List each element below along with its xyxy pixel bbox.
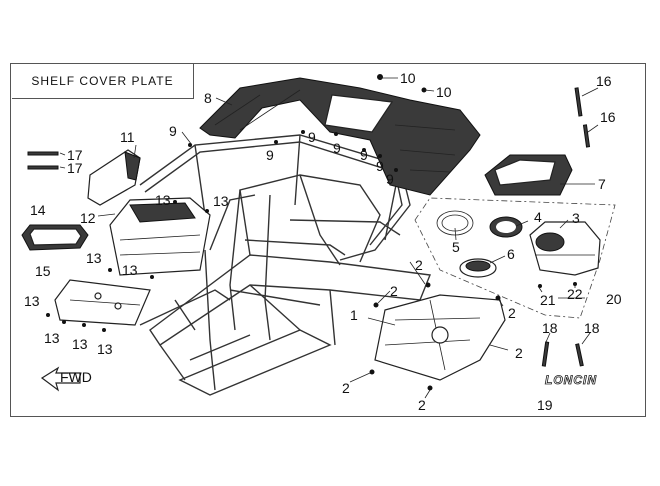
side-cover bbox=[484, 154, 573, 196]
roof-panel bbox=[199, 77, 481, 196]
callout-20: 20 bbox=[606, 291, 622, 307]
callout-2: 2 bbox=[390, 283, 398, 299]
callout-9: 9 bbox=[360, 147, 368, 163]
fasteners bbox=[27, 74, 591, 391]
callout-14: 14 bbox=[30, 202, 46, 218]
callout-13: 13 bbox=[24, 293, 40, 309]
callout-5: 5 bbox=[452, 239, 460, 255]
callout-13: 13 bbox=[44, 330, 60, 346]
leader-lines bbox=[59, 77, 599, 399]
callout-9: 9 bbox=[169, 123, 177, 139]
callout-12: 12 bbox=[80, 210, 96, 226]
callout-17: 17 bbox=[67, 147, 83, 163]
callout-10: 10 bbox=[400, 70, 416, 86]
callout-7: 7 bbox=[598, 176, 606, 192]
forward-arrow-icon: FWD bbox=[40, 366, 92, 392]
diagram-frame bbox=[10, 63, 646, 417]
callout-2: 2 bbox=[515, 345, 523, 361]
callout-8: 8 bbox=[204, 90, 212, 106]
cover-plate bbox=[54, 279, 151, 326]
callout-16: 16 bbox=[596, 73, 612, 89]
callout-labels: 1 2 2 2 2 2 2 3 4 5 6 7 8 9 9 9 9 9 9 9 … bbox=[24, 70, 622, 413]
callout-18: 18 bbox=[584, 320, 600, 336]
bracket-11 bbox=[87, 149, 141, 206]
callout-17: 17 bbox=[67, 160, 83, 176]
fuel-cap bbox=[459, 258, 497, 278]
callout-13: 13 bbox=[122, 262, 138, 278]
callout-16: 16 bbox=[600, 109, 616, 125]
callout-10: 10 bbox=[436, 84, 452, 100]
callout-13: 13 bbox=[213, 193, 229, 209]
callout-11: 11 bbox=[120, 129, 135, 145]
callout-2: 2 bbox=[508, 305, 516, 321]
callout-2: 2 bbox=[415, 257, 423, 273]
callout-18: 18 bbox=[542, 320, 558, 336]
callout-9: 9 bbox=[386, 171, 394, 187]
callout-19: 19 bbox=[537, 397, 553, 413]
callout-9: 9 bbox=[376, 158, 384, 174]
callout-3: 3 bbox=[572, 210, 580, 226]
brand-logo: LONCIN bbox=[545, 373, 597, 387]
callout-13: 13 bbox=[155, 192, 171, 208]
callout-9: 9 bbox=[266, 147, 274, 163]
storage-box bbox=[109, 197, 211, 276]
floor-tray bbox=[374, 294, 506, 381]
diagram-title: SHELF COVER PLATE bbox=[12, 64, 194, 99]
fuel-tank bbox=[529, 221, 601, 276]
forward-arrow-text: FWD bbox=[60, 369, 92, 385]
fuel-tank-group-boundary bbox=[414, 197, 616, 319]
callout-6: 6 bbox=[507, 246, 515, 262]
callout-15: 15 bbox=[35, 263, 51, 279]
callout-13: 13 bbox=[86, 250, 102, 266]
filler-ring bbox=[489, 216, 523, 238]
callout-9: 9 bbox=[333, 140, 341, 156]
callout-2: 2 bbox=[342, 380, 350, 396]
seal-ring bbox=[21, 224, 89, 251]
callout-2: 2 bbox=[418, 397, 426, 413]
callout-13: 13 bbox=[97, 341, 113, 357]
chassis-frame bbox=[139, 174, 431, 396]
callout-9: 9 bbox=[308, 129, 316, 145]
callout-21: 21 bbox=[540, 292, 556, 308]
callout-1: 1 bbox=[350, 307, 358, 323]
callout-13: 13 bbox=[72, 336, 88, 352]
callout-22: 22 bbox=[567, 286, 583, 302]
callout-4: 4 bbox=[534, 209, 542, 225]
